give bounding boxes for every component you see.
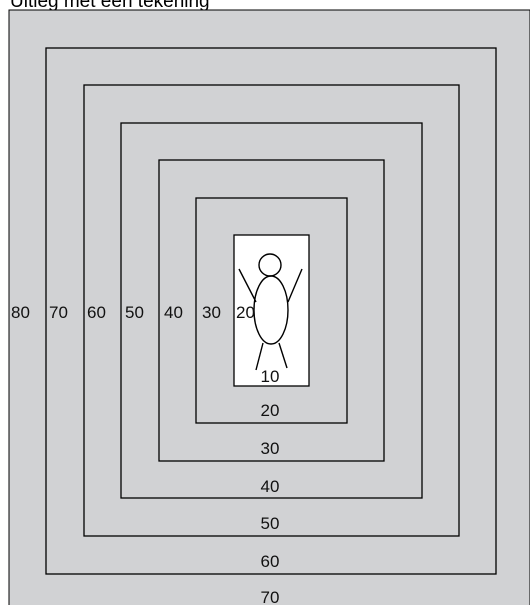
- bottom-label-20: 20: [261, 401, 280, 420]
- bottom-label-10: 10: [261, 367, 280, 386]
- side-label-40: 40: [164, 303, 183, 322]
- side-label-50: 50: [125, 303, 144, 322]
- bottom-label-50: 50: [261, 514, 280, 533]
- side-label-70: 70: [49, 303, 68, 322]
- side-label-30: 30: [202, 303, 221, 322]
- bottom-label-40: 40: [261, 477, 280, 496]
- bottom-label-30: 30: [261, 439, 280, 458]
- side-label-80: 80: [11, 303, 30, 322]
- side-label-20: 20: [236, 303, 255, 322]
- bottom-label-70: 70: [261, 588, 280, 605]
- side-label-60: 60: [87, 303, 106, 322]
- bottom-label-60: 60: [261, 552, 280, 571]
